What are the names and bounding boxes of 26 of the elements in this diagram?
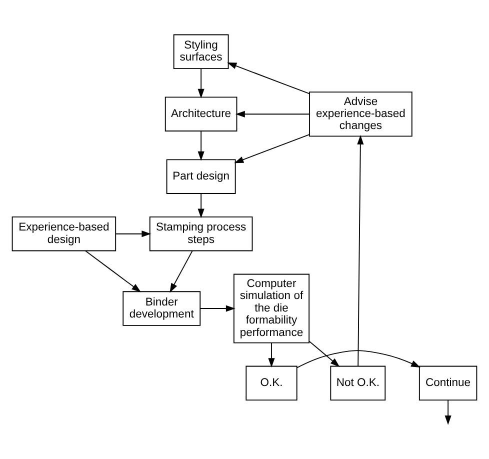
node-box: Binder development (122, 291, 201, 326)
node-box: Styling surfaces (173, 34, 229, 70)
node-box: Not O.K. (330, 366, 386, 401)
arrow (444, 400, 452, 425)
node-box: Part design (166, 159, 236, 194)
arrow (198, 193, 204, 218)
node-box: Continue (418, 366, 478, 401)
arrow (198, 68, 204, 98)
node-box: Advise experience-based changes (309, 92, 412, 137)
arrow (234, 134, 310, 164)
arrow (227, 62, 310, 94)
arrow (200, 305, 236, 312)
arrow (115, 230, 152, 238)
node-box: Stamping process steps (149, 216, 253, 252)
arrow (296, 350, 420, 368)
arrow (236, 110, 310, 118)
arrow (170, 250, 193, 293)
arrow (198, 130, 204, 161)
arrow (268, 342, 275, 368)
node-box: Experience-based design (12, 216, 116, 252)
arrow (357, 135, 364, 366)
node-box: Architecture (164, 96, 238, 132)
node-box: Computer simulation of the die formability performance (233, 274, 310, 344)
arrow (308, 340, 340, 367)
arrow (84, 250, 142, 292)
node-box: O.K. (246, 366, 298, 401)
